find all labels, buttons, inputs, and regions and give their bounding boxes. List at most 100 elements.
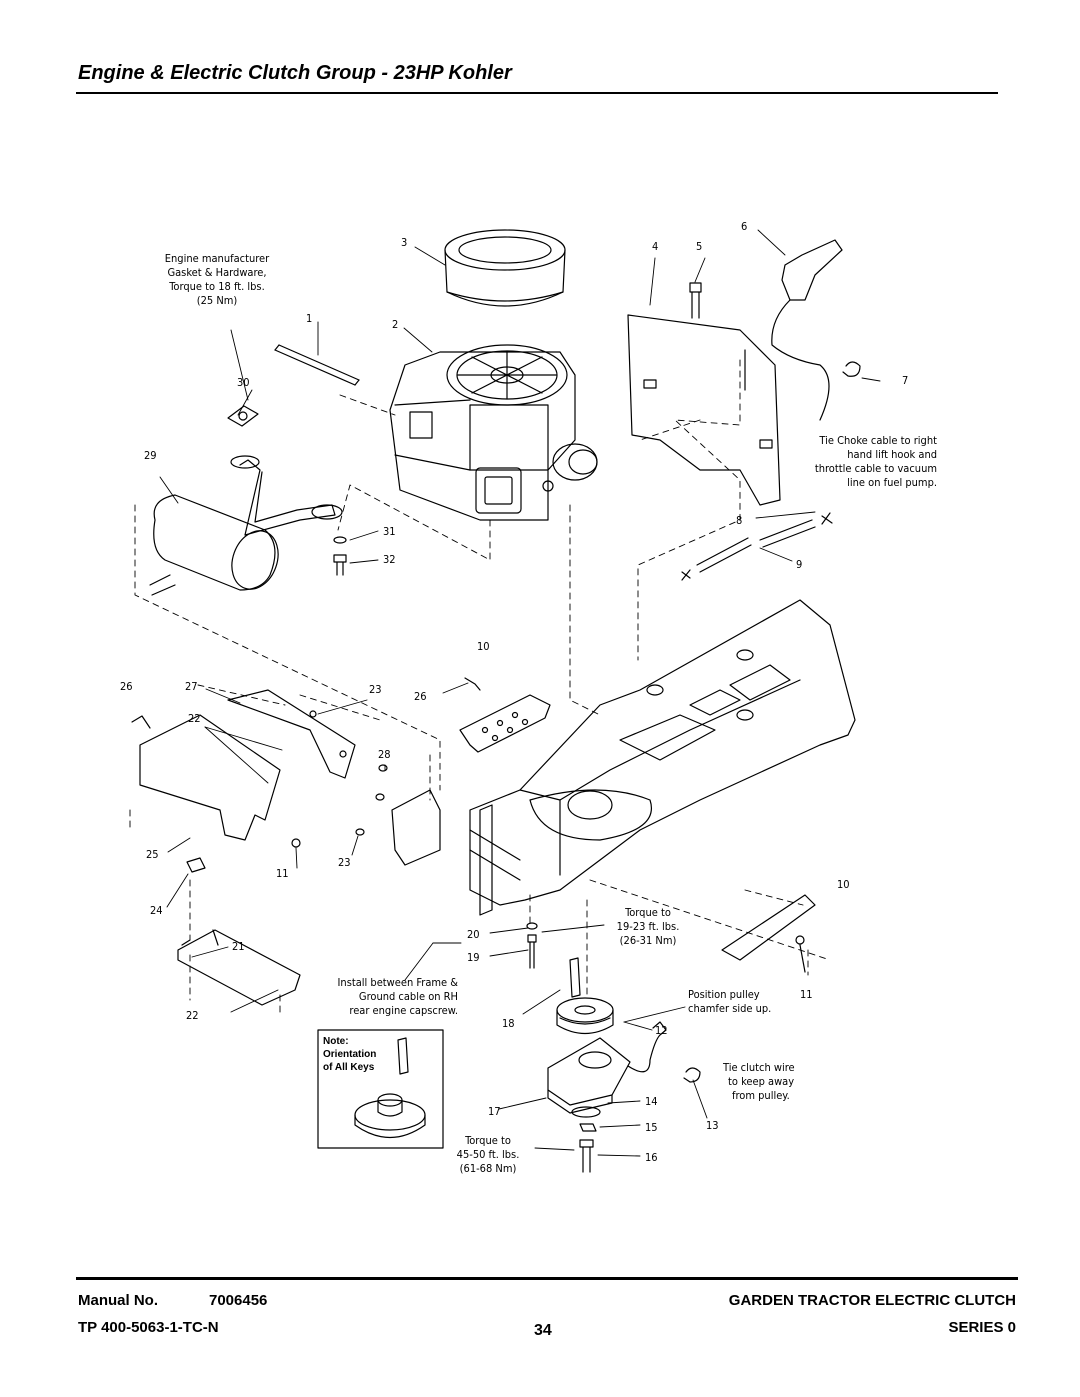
callout-31: 31 <box>383 525 396 538</box>
svg-text:Engine manufacturer: Engine manufacturer <box>165 252 270 265</box>
electric-clutch-part <box>547 1021 667 1118</box>
pulley-note: Position pulley chamfer side up. <box>688 988 771 1015</box>
callout-5: 5 <box>696 240 702 253</box>
small-hardware-part <box>186 710 347 873</box>
svg-text:(25 Nm): (25 Nm) <box>197 294 238 307</box>
callout-18: 18 <box>502 1017 515 1030</box>
callout-1: 1 <box>306 312 312 325</box>
svg-text:Position pulley: Position pulley <box>688 988 760 1001</box>
callout-17: 17 <box>488 1105 501 1118</box>
callout-11: 11 <box>276 867 289 880</box>
manual-number: 7006456 <box>209 1292 268 1309</box>
callout-26: 26 <box>120 680 133 693</box>
torque-19-23-note: Torque to 19-23 ft. lbs. (26-31 Nm) <box>617 906 680 947</box>
callout-28: 28 <box>378 748 391 761</box>
svg-text:of All Keys: of All Keys <box>323 1062 375 1073</box>
page-title: Engine & Electric Clutch Group - 23HP Ko… <box>78 62 512 84</box>
wire-tie-part <box>683 1067 701 1083</box>
svg-text:19-23 ft. lbs.: 19-23 ft. lbs. <box>617 920 680 933</box>
callout-4: 4 <box>652 240 658 253</box>
callout-10: 10 <box>477 640 490 653</box>
svg-text:Orientation: Orientation <box>323 1049 376 1060</box>
svg-text:Torque to: Torque to <box>464 1134 511 1147</box>
svg-text:Install between Frame &: Install between Frame & <box>338 976 459 989</box>
engine-bolt-part <box>333 536 347 576</box>
dash-panel-part <box>627 314 781 506</box>
air-cleaner-ring-part <box>444 229 566 307</box>
callout-20: 20 <box>467 928 480 941</box>
callout-13: 13 <box>706 1119 719 1132</box>
choke-cable-note: Tie Choke cable to right hand lift hook … <box>815 434 937 489</box>
series-label: SERIES 0 <box>948 1319 1016 1336</box>
svg-text:to keep away: to keep away <box>728 1075 794 1088</box>
torque-45-50-note: Torque to 45-50 ft. lbs. (61-68 Nm) <box>457 1134 520 1175</box>
callout-2: 2 <box>392 318 398 331</box>
callout-22: 22 <box>188 712 201 725</box>
leader-lines <box>159 229 881 1157</box>
bottom-plate-part <box>177 929 301 1006</box>
callout-16: 16 <box>645 1151 658 1164</box>
svg-text:Torque to: Torque to <box>624 906 671 919</box>
key-orientation-note-box <box>317 1029 444 1149</box>
manual-label: Manual No. <box>78 1292 159 1309</box>
key-part <box>397 957 581 1075</box>
callout-11: 11 <box>800 988 813 1001</box>
assembly-guide-lines <box>129 359 831 1016</box>
cable-part <box>771 239 843 421</box>
svg-text:Torque to 18 ft. lbs.: Torque to 18 ft. lbs. <box>168 280 264 293</box>
svg-text:rear engine capscrew.: rear engine capscrew. <box>349 1004 458 1017</box>
clutch-wire-note: Tie clutch wire to keep away from pulley… <box>722 1061 795 1102</box>
key-orientation-note: Note: Orientation of All Keys <box>323 1036 376 1073</box>
tp-number: TP 400-5063-1-TC-N <box>78 1319 219 1336</box>
svg-text:throttle cable to vacuum: throttle cable to vacuum <box>815 462 937 475</box>
engine-manufacturer-note: Engine manufacturer Gasket & Hardware, T… <box>165 252 270 307</box>
svg-text:(61-68 Nm): (61-68 Nm) <box>460 1162 517 1175</box>
svg-text:Gasket & Hardware,: Gasket & Hardware, <box>167 266 266 279</box>
svg-text:Tie clutch wire: Tie clutch wire <box>722 1061 795 1074</box>
svg-text:from pulley.: from pulley. <box>732 1089 790 1102</box>
callout-12: 12 <box>655 1024 668 1037</box>
ground-cable-note: Install between Frame & Ground cable on … <box>338 976 459 1017</box>
callout-23: 23 <box>369 683 382 696</box>
footer-rule <box>76 1277 1018 1280</box>
frame-bracket-part <box>355 764 493 916</box>
callout-29: 29 <box>144 449 157 462</box>
callout-27: 27 <box>185 680 198 693</box>
pulley-bolt-part <box>526 922 538 969</box>
title-rule <box>76 92 998 94</box>
shield-part <box>131 689 356 841</box>
clutch-bolt-part <box>579 1123 597 1173</box>
callout-19: 19 <box>467 951 480 964</box>
callout-7: 7 <box>902 374 908 387</box>
callout-3: 3 <box>401 236 407 249</box>
svg-text:chamfer side up.: chamfer side up. <box>688 1002 771 1015</box>
callout-6: 6 <box>741 220 747 233</box>
callout-24: 24 <box>150 904 163 917</box>
svg-text:hand lift hook and: hand lift hook and <box>847 448 937 461</box>
tractor-frame-part <box>469 599 856 906</box>
pulley-part <box>556 997 614 1035</box>
engine-part <box>389 344 598 521</box>
callout-15: 15 <box>645 1121 658 1134</box>
callout-10: 10 <box>837 878 850 891</box>
hose-part <box>681 512 833 581</box>
callout-9: 9 <box>796 558 802 571</box>
bracket-part <box>459 677 551 753</box>
svg-text:line on fuel pump.: line on fuel pump. <box>847 476 937 489</box>
product-line: GARDEN TRACTOR ELECTRIC CLUTCH <box>728 1292 1016 1309</box>
svg-text:Tie Choke cable to right: Tie Choke cable to right <box>818 434 937 447</box>
callout-21: 21 <box>232 940 245 953</box>
gasket-part <box>227 405 259 427</box>
svg-text:(26-31 Nm): (26-31 Nm) <box>620 934 677 947</box>
svg-text:Note:: Note: <box>323 1036 349 1047</box>
right-bracket-part <box>721 894 816 973</box>
callout-14: 14 <box>645 1095 658 1108</box>
page-number: 34 <box>534 1322 552 1339</box>
callout-25: 25 <box>146 848 159 861</box>
stud-bolt-part <box>274 344 360 386</box>
callout-22: 22 <box>186 1009 199 1022</box>
dash-bolt-part <box>689 282 702 319</box>
callout-23: 23 <box>338 856 351 869</box>
callout-30: 30 <box>237 376 250 389</box>
